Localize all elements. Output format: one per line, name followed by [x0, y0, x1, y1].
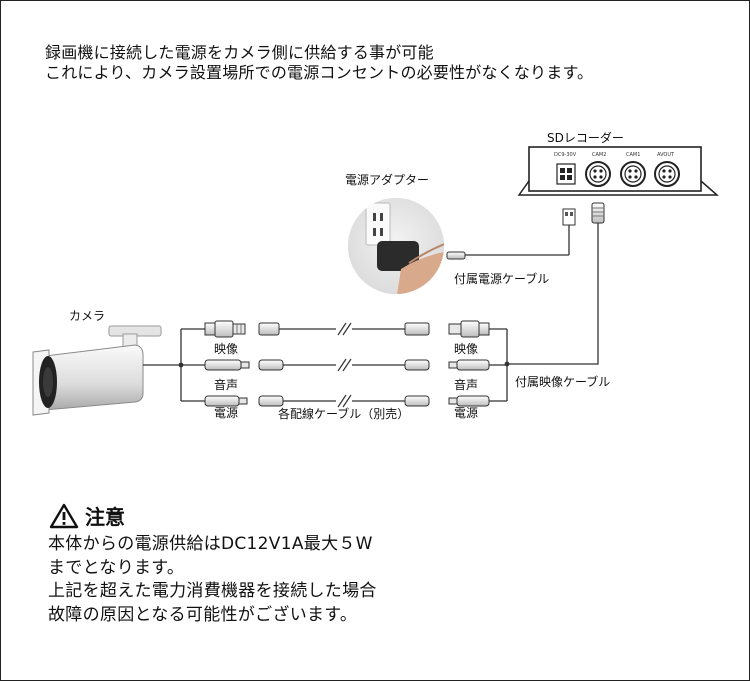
power-adapter-photo	[348, 198, 444, 294]
port-label-dc: DC9-30V	[554, 152, 577, 158]
caution-line-3: 上記を超えた電力消費機器を接続した場合	[48, 581, 377, 601]
left-label-video: 映像	[214, 342, 238, 356]
right-cable-bundle	[489, 328, 510, 402]
separate-cables	[258, 319, 430, 409]
dc-port-icon	[556, 163, 576, 185]
port-label-avout: AVOUT	[657, 152, 675, 158]
warning-icon	[49, 503, 79, 528]
power-cable	[446, 233, 570, 260]
right-label-audio: 音声	[454, 377, 478, 392]
power-cable-label: 付属電源ケーブル	[454, 271, 549, 286]
port-label-cam1: CAM1	[626, 152, 640, 158]
right-dc-connector	[448, 395, 490, 407]
camera-photo	[32, 325, 181, 416]
intro-line-2: これにより、カメラ設置場所での電源コンセントの必要性がなくなります。	[45, 63, 594, 82]
intro-text: 録画機に接続した電源をカメラ側に供給する事が可能 これにより、カメラ設置場所での…	[45, 43, 593, 83]
right-bnc-connector	[448, 320, 490, 338]
right-label-video: 映像	[454, 342, 478, 356]
camera-label: カメラ	[69, 309, 105, 323]
intro-line-1: 録画機に接続した電源をカメラ側に供給する事が可能	[45, 43, 434, 62]
caution-title: 注意	[85, 505, 125, 529]
video-cable-label: 付属映像ケーブル	[515, 374, 610, 389]
left-cable-bundle	[178, 328, 205, 402]
avout-port-icon	[654, 161, 680, 187]
port-label-cam2: CAM2	[592, 152, 606, 158]
caution-heading: 注意	[49, 501, 125, 530]
cam2-port-icon	[585, 161, 611, 187]
recorder-label: SDレコーダー	[547, 130, 624, 145]
left-label-audio: 音声	[214, 377, 238, 392]
caution-line-4: 故障の原因となる可能性がございます。	[48, 604, 358, 625]
video-cable	[507, 233, 599, 365]
left-label-power: 電源	[214, 406, 238, 420]
sd-recorder: DC9-30V CAM2 CAM1 AVOUT	[517, 146, 719, 196]
left-rca-connector	[204, 359, 250, 371]
cable-label: 各配線ケーブル（別売）	[278, 406, 409, 421]
caution-line-2: までとなります。	[48, 557, 185, 578]
right-rca-connector	[448, 359, 490, 371]
video-plug-icon	[591, 202, 605, 233]
left-bnc-connector	[204, 320, 246, 338]
adapter-label: 電源アダプター	[345, 172, 429, 187]
dc-plug-icon	[562, 208, 576, 233]
connection-diagram: SDレコーダー DC9-30V CAM2 CAM1 AVOUT	[32, 130, 719, 421]
caution-text: 本体からの電源供給はDC12V1A最大５W までとなります。 上記を超えた電力消…	[48, 533, 377, 627]
caution-line-1: 本体からの電源供給はDC12V1A最大５W	[48, 534, 373, 554]
right-label-power: 電源	[454, 406, 478, 420]
left-dc-connector	[204, 395, 248, 407]
cam1-port-icon	[620, 161, 646, 187]
